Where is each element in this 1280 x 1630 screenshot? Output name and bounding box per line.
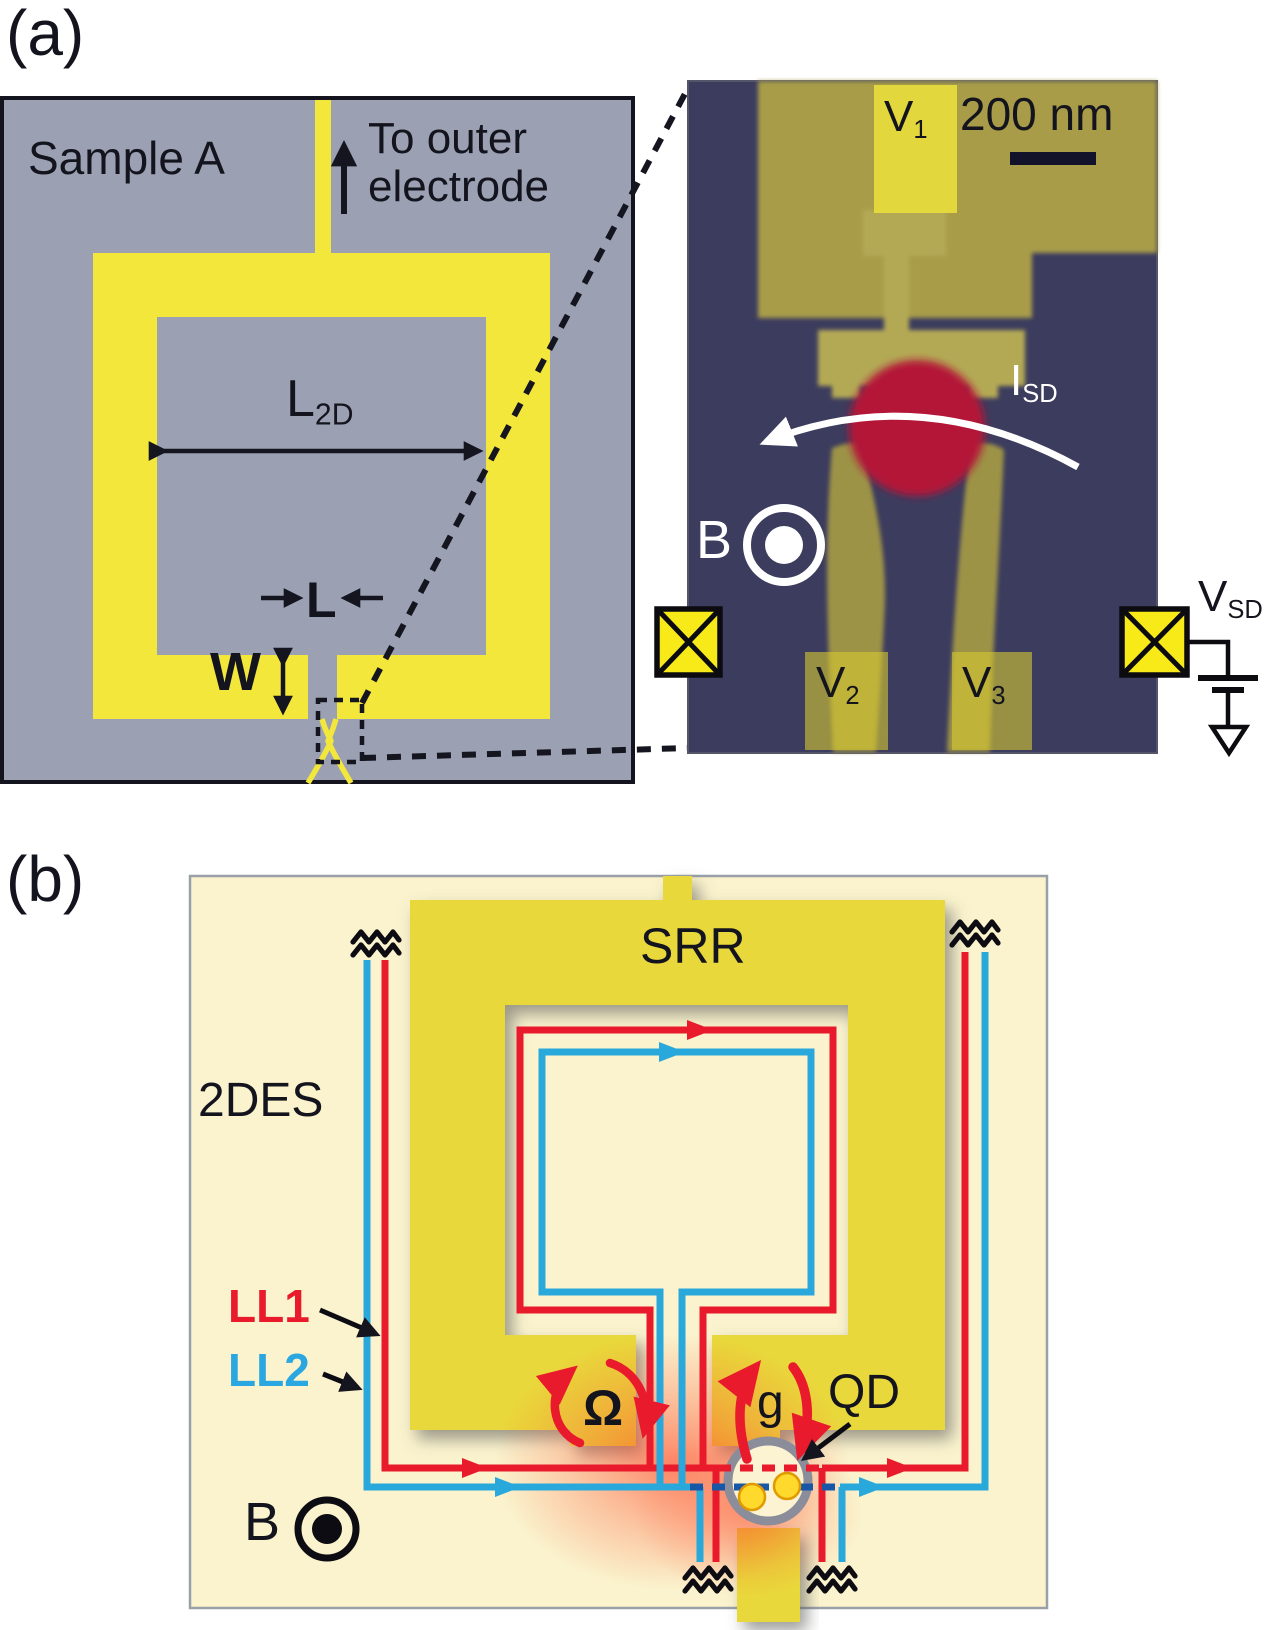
outer-electrode-stem [315, 100, 331, 255]
to-outer-line1: To outer [368, 114, 527, 163]
sem-quantum-dot [849, 360, 985, 496]
zoom-connector-top [359, 86, 691, 705]
l-label: L [306, 572, 337, 628]
twodes-label: 2DES [198, 1074, 324, 1127]
qd-electron-dot-left [737, 1482, 767, 1512]
omega-label: Ω [583, 1380, 624, 1436]
panel-b-tag: (b) [6, 843, 85, 915]
srr-ring [410, 900, 945, 1446]
srr-stem [663, 876, 692, 904]
ohmic-contact-right-icon [1119, 606, 1190, 678]
b-field-label-b: B [244, 1492, 281, 1552]
to-outer-line2: electrode [368, 162, 550, 211]
omega-arc-right-icon [605, 1358, 670, 1439]
v2-label: V2 [816, 658, 860, 711]
vsd-label: VSD [1198, 572, 1263, 625]
ll1-pointer-arrow-icon [319, 1307, 381, 1338]
srr-label: SRR [640, 918, 746, 974]
zoom-region-box [315, 697, 365, 765]
ohmic-contact-left-icon [654, 606, 723, 678]
ll2-channel [363, 952, 989, 1562]
b-field-dot-icon [765, 526, 803, 564]
ll1-label: LL1 [228, 1280, 310, 1332]
panel-a-sem [654, 80, 1258, 758]
isd-label: ISD [1010, 356, 1058, 409]
gate-wire-right [325, 718, 354, 785]
v1-gate-highlight [874, 85, 957, 213]
sem-top-gate [758, 81, 1157, 318]
sem-t-gate-stem [884, 254, 909, 334]
qd-electron-dot-right [772, 1471, 802, 1501]
scale-bar [1010, 152, 1096, 165]
panel-a-schematic [0, 86, 691, 785]
v1-label: V1 [884, 92, 928, 145]
split-ring-electrode [93, 253, 550, 719]
g-label: g [757, 1376, 784, 1429]
zoom-connector-bottom [361, 745, 689, 761]
b-field-label-sem: B [696, 510, 733, 570]
qd-pointer-arrow-icon [801, 1422, 852, 1462]
g-arc-left-icon [717, 1360, 762, 1464]
w-label: W [210, 642, 261, 702]
sem-gate-tab-left [832, 384, 860, 398]
vsd-ground-circuit-icon [1187, 639, 1258, 758]
b-field-out-icon [743, 504, 825, 586]
panel-b-schematic [188, 874, 1049, 1622]
qd-label: QD [828, 1366, 900, 1419]
l2d-label: L2D [286, 370, 354, 432]
v3-label: V3 [962, 658, 1006, 711]
ll1-channel [381, 952, 969, 1562]
omega-arc-left-icon [535, 1365, 585, 1448]
scale-bar-label: 200 nm [960, 88, 1114, 140]
isd-current-arrow-icon [759, 412, 1080, 471]
b-field-dot-icon-b [312, 1514, 342, 1544]
v2-gate-highlight [805, 652, 888, 750]
sem-t-gate-bar [863, 210, 946, 256]
ll2-pointer-arrow-icon [322, 1371, 363, 1392]
v3-gate-highlight [952, 652, 1032, 750]
sample-a-label: Sample A [28, 132, 225, 184]
channel-flow-arrows [462, 1020, 913, 1497]
ll2-label: LL2 [228, 1344, 310, 1396]
panel-a-tag: (a) [6, 0, 85, 69]
